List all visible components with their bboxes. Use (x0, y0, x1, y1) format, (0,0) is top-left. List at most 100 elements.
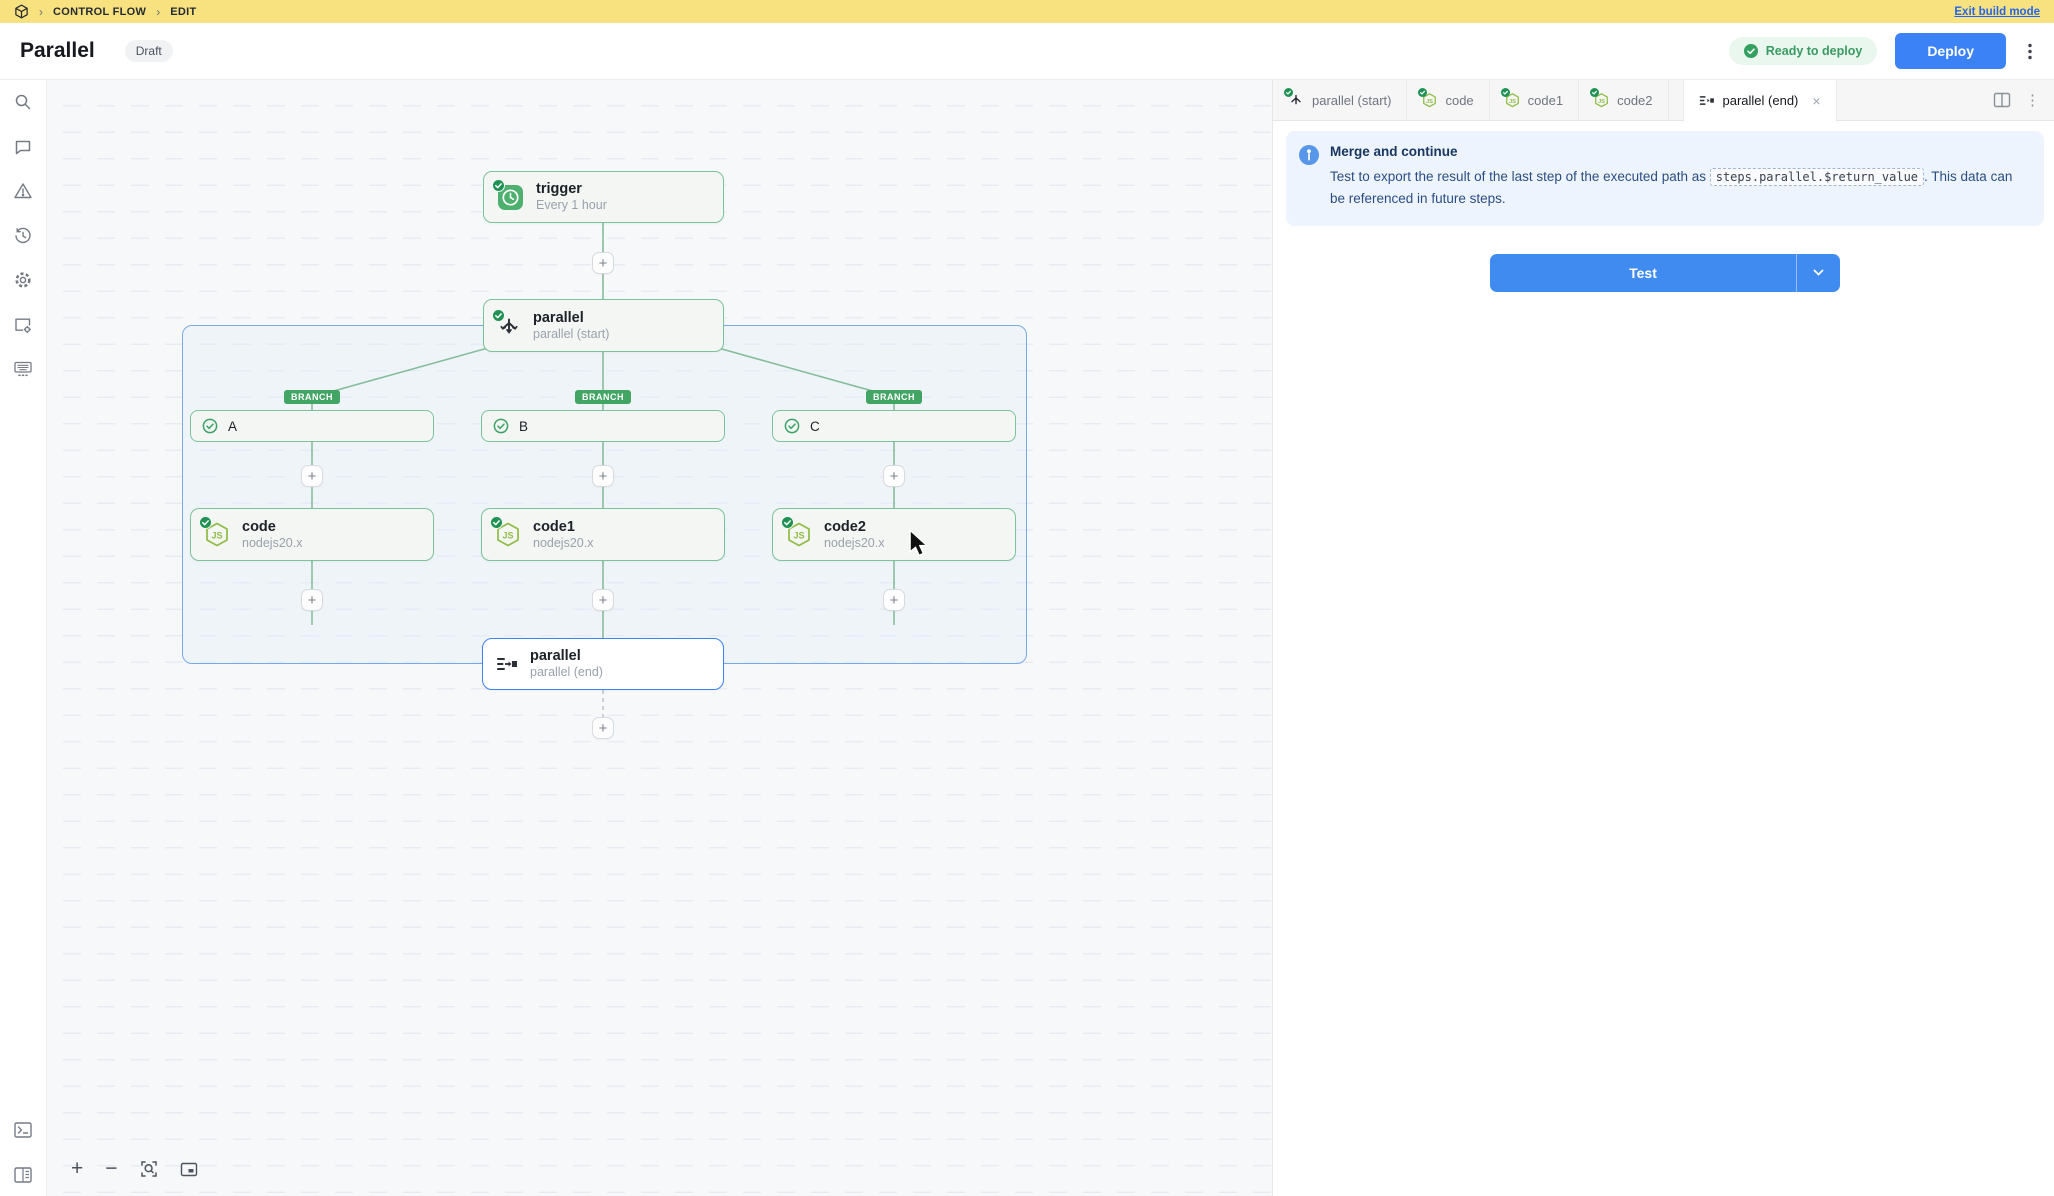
node-title: parallel (530, 648, 581, 665)
callout-title: Merge and continue (1330, 144, 1458, 159)
warning-icon[interactable] (14, 182, 33, 200)
breadcrumb-edit: EDIT (170, 5, 197, 18)
node-branch-b[interactable]: B (481, 410, 725, 442)
tab-parallel-start[interactable]: parallel (start) (1273, 80, 1408, 120)
branch-label: C (810, 418, 820, 434)
success-check-badge (1500, 87, 1510, 97)
tab-label: code2 (1617, 92, 1653, 108)
zoom-out-icon[interactable]: − (105, 1157, 118, 1180)
node-title: code1 (533, 518, 575, 535)
add-step-button[interactable]: + (592, 589, 614, 611)
tab-label: parallel (end) (1722, 93, 1799, 108)
success-check-badge (490, 515, 503, 529)
step-inspector-panel: parallel (start) JS code JS code1 JS (1272, 80, 2054, 1196)
keyboard-icon[interactable] (13, 361, 33, 378)
add-step-button[interactable]: + (883, 465, 905, 487)
tab-label: code (1445, 92, 1474, 108)
tab-parallel-end[interactable]: parallel (end) × (1682, 80, 1837, 121)
node-subtitle: parallel (start) (533, 326, 610, 341)
svg-text:JS: JS (1509, 98, 1516, 104)
add-step-button[interactable]: + (301, 589, 323, 611)
nodejs-icon: JS (199, 515, 230, 549)
history-icon[interactable] (14, 227, 32, 245)
node-subtitle: parallel (end) (530, 665, 603, 680)
tab-label: code1 (1527, 92, 1564, 108)
branch-badge: BRANCH (575, 390, 631, 404)
node-branch-c[interactable]: C (772, 410, 1016, 442)
check-circle-icon (493, 418, 509, 434)
draft-status-badge: Draft (124, 40, 173, 62)
breadcrumb-separator: › (39, 4, 43, 19)
panel-menu-icon[interactable]: ⋮ (2025, 91, 2040, 109)
minimap-toggle-icon[interactable] (180, 1162, 198, 1177)
nodejs-icon: JS (1418, 87, 1437, 109)
add-step-button[interactable]: + (592, 465, 614, 487)
node-title: code2 (824, 518, 866, 535)
svg-text:JS: JS (211, 530, 222, 540)
return-value-code: steps.parallel.$return_value (1709, 168, 1925, 186)
check-circle-icon (202, 418, 218, 434)
exit-build-mode-link[interactable]: Exit build mode (1954, 5, 2040, 18)
test-split-button: Test (1490, 253, 1840, 292)
app-logo-icon[interactable] (14, 4, 29, 19)
search-icon[interactable] (14, 93, 32, 111)
test-button[interactable]: Test (1490, 253, 1796, 292)
add-step-button[interactable]: + (592, 252, 614, 274)
left-toolbar (0, 80, 47, 1196)
svg-text:JS: JS (502, 530, 513, 540)
check-circle-icon (784, 418, 800, 434)
parallel-group-container[interactable] (182, 325, 1027, 664)
app-settings-icon[interactable] (14, 316, 33, 334)
branch-label: A (228, 418, 238, 434)
chevron-down-icon (1813, 269, 1824, 276)
build-mode-bar: › CONTROL FLOW › EDIT Exit build mode (0, 0, 2054, 23)
breadcrumb-separator: › (156, 4, 161, 19)
check-circle-icon (1743, 44, 1758, 58)
nodejs-icon: JS (1500, 87, 1520, 109)
inspector-tabbar: parallel (start) JS code JS code1 JS (1273, 80, 2054, 121)
tab-code[interactable]: JS code (1407, 80, 1490, 120)
comment-icon[interactable] (14, 138, 32, 156)
success-check-badge (199, 515, 212, 529)
deploy-status-badge: Ready to deploy (1728, 37, 1878, 65)
fit-view-icon[interactable] (140, 1160, 158, 1178)
node-subtitle: nodejs20.x (242, 535, 303, 550)
branch-label: B (519, 418, 529, 434)
add-step-button[interactable]: + (301, 465, 323, 487)
test-options-dropdown[interactable] (1796, 253, 1840, 292)
tab-code2[interactable]: JS code2 (1579, 80, 1669, 120)
add-step-button[interactable]: + (883, 589, 905, 611)
workflow-header: Parallel Draft Ready to deploy Deploy (0, 23, 2054, 80)
branch-badge: BRANCH (284, 390, 340, 404)
zoom-in-icon[interactable]: + (71, 1157, 84, 1180)
nodejs-icon: JS (490, 515, 521, 549)
canvas-controls: + − (71, 1157, 198, 1180)
node-branch-a[interactable]: A (190, 410, 434, 442)
terminal-icon[interactable] (14, 1122, 33, 1139)
add-step-button[interactable]: + (592, 717, 614, 739)
header-menu-icon[interactable] (2024, 43, 2036, 60)
node-subtitle: Every 1 hour (536, 198, 607, 213)
breadcrumb-flow[interactable]: CONTROL FLOW (53, 5, 147, 18)
callout-body: Test to export the result of the last st… (1330, 168, 2013, 207)
split-view-icon[interactable] (1993, 92, 2011, 108)
split-icon (1284, 88, 1304, 108)
trigger-clock-icon (492, 178, 524, 211)
close-tab-icon[interactable]: × (1812, 92, 1821, 109)
settings-gear-icon[interactable] (14, 271, 33, 290)
tab-code1[interactable]: JS code1 (1490, 80, 1580, 120)
svg-text:JS: JS (793, 530, 804, 540)
merge-info-callout: Merge and continue Test to export the re… (1286, 131, 2044, 226)
layout-panel-icon[interactable] (14, 1167, 33, 1184)
deploy-button[interactable]: Deploy (1895, 33, 2006, 69)
merge-icon (496, 655, 518, 673)
svg-text:JS: JS (1426, 98, 1433, 104)
svg-text:JS: JS (1598, 98, 1605, 104)
